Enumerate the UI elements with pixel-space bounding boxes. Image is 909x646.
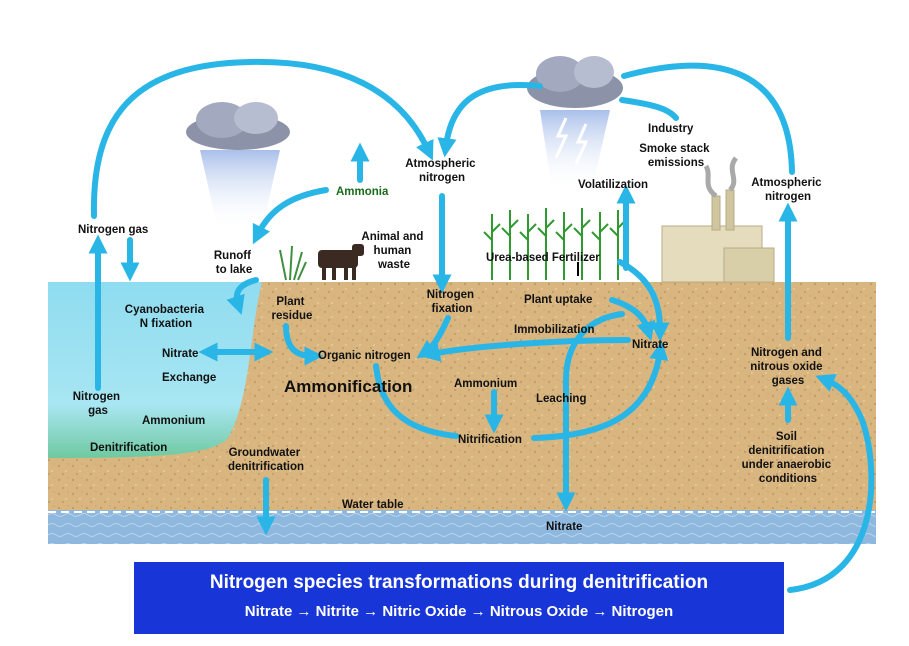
banner-title: Nitrogen species transformations during … xyxy=(134,572,784,594)
label-smoke-stack: Smoke stack emissions xyxy=(639,143,713,169)
label-volatilization: Volatilization xyxy=(578,179,648,191)
cow-icon xyxy=(318,244,364,280)
label-leaching: Leaching xyxy=(536,393,586,405)
label-atmospheric-nitrogen-top: Atmospheric nitrogen xyxy=(405,158,479,184)
label-organic-nitrogen: Organic nitrogen xyxy=(318,350,411,362)
label-nitrate-lake: Nitrate xyxy=(162,348,198,360)
label-ammonium-lake: Ammonium xyxy=(142,415,205,427)
denitrification-banner: Nitrogen species transformations during … xyxy=(134,562,784,634)
label-exchange: Exchange xyxy=(162,372,216,384)
label-atmospheric-nitrogen-right: Atmospheric nitrogen xyxy=(751,177,825,203)
groundwater-layer xyxy=(48,510,876,544)
label-ammonification: Ammonification xyxy=(284,377,412,396)
banner-subtitle: Nitrate → Nitrite → Nitric Oxide → Nitro… xyxy=(134,603,784,620)
label-water-table: Water table xyxy=(342,499,404,511)
label-animal-waste: Animal and human waste xyxy=(361,231,426,271)
arrow-cloud-to-atm xyxy=(446,85,540,146)
storm-cloud-center xyxy=(527,56,623,190)
label-urea-fertilizer: Urea-based Fertilizer xyxy=(486,252,600,264)
label-nitrogen-gas-left: Nitrogen gas xyxy=(78,224,148,236)
grass-icon xyxy=(280,246,306,280)
label-nitrate-right: Nitrate xyxy=(632,339,668,351)
label-denitrification-lake: Denitrification xyxy=(90,442,167,454)
label-runoff: Runoff to lake xyxy=(214,250,254,276)
label-ammonia: Ammonia xyxy=(336,186,389,198)
label-immobilization: Immobilization xyxy=(514,324,595,336)
label-nitrate-bottom: Nitrate xyxy=(546,521,582,533)
label-plant-uptake: Plant uptake xyxy=(524,294,592,306)
label-ammonium-soil: Ammonium xyxy=(454,378,517,390)
label-industry: Industry xyxy=(648,123,694,135)
crops-icon xyxy=(484,208,626,280)
label-nitrification: Nitrification xyxy=(458,434,522,446)
arrow-cloud-to-industry xyxy=(622,100,676,118)
